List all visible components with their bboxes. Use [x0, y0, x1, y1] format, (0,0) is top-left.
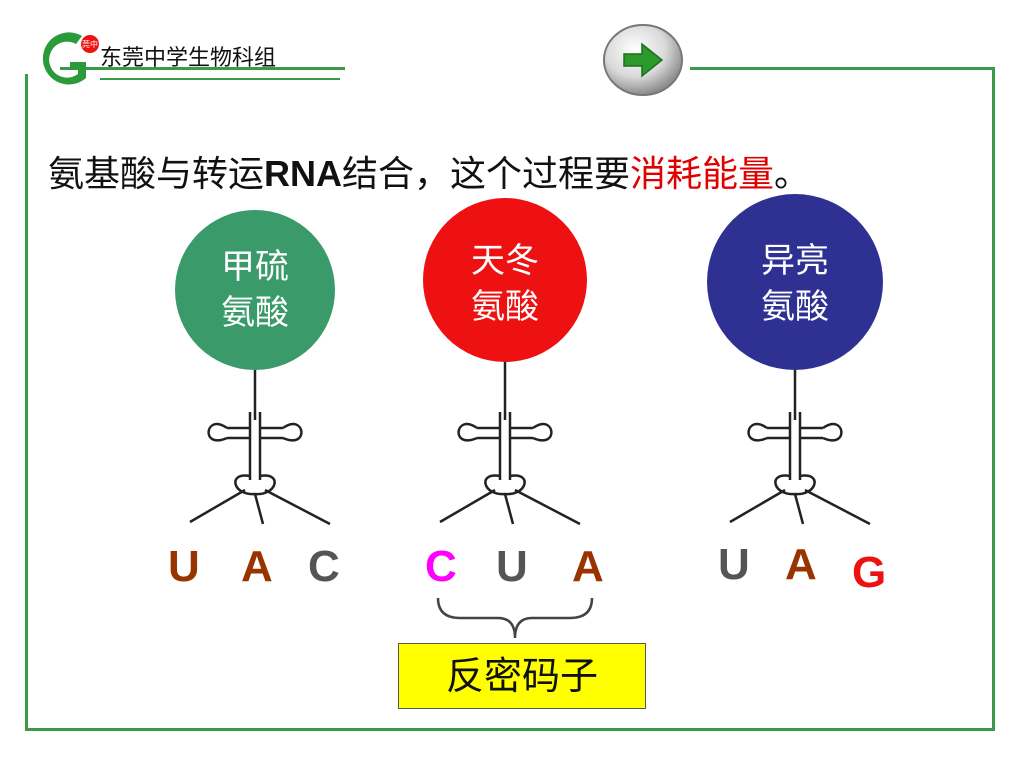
headline-highlight: 消耗能量: [630, 154, 775, 195]
headline-end: 。: [774, 154, 811, 195]
amino-acid-line: 天冬: [471, 241, 539, 281]
anticodon-base: A: [572, 542, 604, 591]
amino-acid-circle: [707, 194, 883, 370]
amino-acid-circle: [175, 210, 335, 370]
headline-part: 结合，这个过程要: [342, 154, 631, 195]
amino-acid-name-2: 天冬 氨酸: [435, 238, 575, 330]
anticodon-base: C: [308, 542, 340, 591]
amino-acid-line: 氨酸: [471, 287, 539, 327]
anticodon-base: A: [241, 542, 273, 591]
anticodon-brace: [436, 597, 594, 639]
header-underline: [100, 78, 340, 80]
amino-acid-line: 氨酸: [221, 293, 289, 333]
trna-3: [707, 194, 883, 526]
anticodon-base: G: [852, 548, 887, 597]
amino-acid-circle: [423, 198, 587, 362]
amino-acid-name-1: 甲硫 氨酸: [185, 244, 325, 336]
headline: 氨基酸与转运RNA结合，这个过程要消耗能量。: [48, 145, 810, 197]
right-arrow-icon: [623, 42, 664, 78]
anticodon-base: U: [718, 540, 750, 589]
anticodon-base: C: [425, 542, 457, 591]
headline-part: 氨基酸与转运: [48, 154, 265, 195]
trna-structure: [189, 370, 331, 526]
school-logo: 莞中: [42, 32, 99, 85]
anticodon-base: U: [168, 542, 200, 591]
next-slide-button[interactable]: [602, 22, 684, 98]
trna-1: [175, 210, 335, 526]
amino-acid-line: 氨酸: [761, 287, 829, 327]
amino-acid-line: 异亮: [761, 241, 829, 281]
trna-structure: [729, 370, 871, 526]
logo-badge-text: 莞中: [82, 39, 98, 49]
headline-rna: RNA: [264, 153, 343, 194]
anticodon-base: U: [496, 542, 528, 591]
amino-acid-line: 甲硫: [221, 247, 289, 287]
amino-acid-name-3: 异亮 氨酸: [725, 238, 865, 330]
trna-structure: [439, 362, 581, 526]
school-name: 东莞中学生物科组: [100, 46, 277, 71]
trna-2: [423, 198, 587, 526]
anticodon-base: A: [785, 540, 817, 589]
anticodon-label: 反密码子: [398, 643, 646, 709]
